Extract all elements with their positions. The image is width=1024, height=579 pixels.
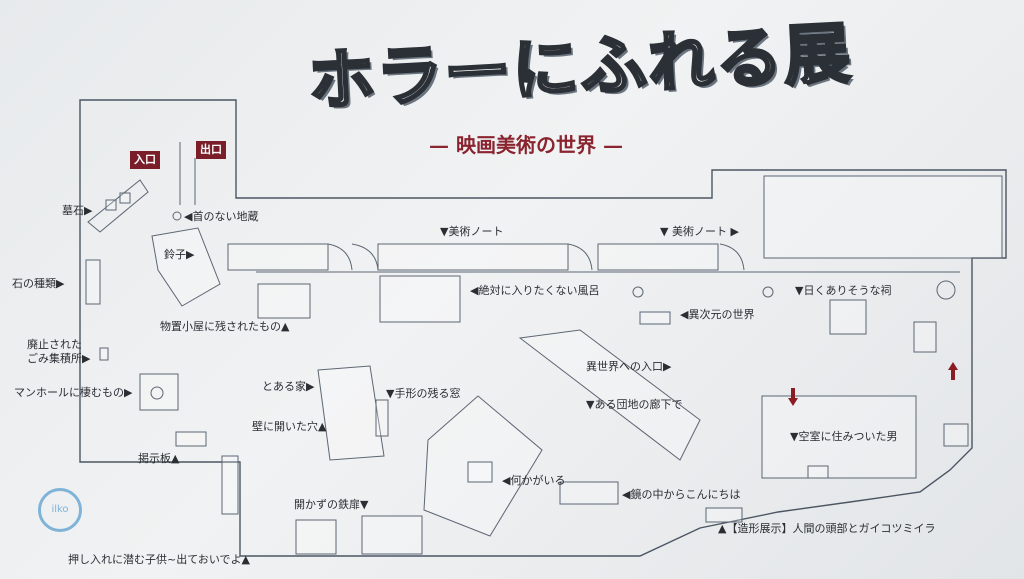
label-bell: 鈴子▶	[164, 248, 195, 261]
label-shed: 物置小屋に残されたもの▲	[160, 320, 290, 333]
manhole	[150, 386, 164, 400]
label-art-note-1: ▼美術ノート	[440, 225, 504, 238]
up-arrow	[948, 362, 958, 380]
label-certain-house: とある家▶	[262, 380, 315, 393]
vacant-bed	[807, 465, 829, 479]
shrine	[829, 299, 867, 335]
label-bath: ◀絶対に入りたくない風呂	[470, 284, 600, 297]
label-headless-jizo: ◀首のない地蔵	[184, 210, 259, 223]
label-corridor: ▼ある団地の廊下で	[586, 398, 683, 411]
shrine-marker	[762, 286, 774, 298]
room-top-1	[227, 243, 329, 271]
down-arrow	[788, 388, 798, 406]
gravestone-2	[119, 192, 131, 204]
door-swings	[327, 243, 745, 271]
bath-room	[379, 275, 461, 323]
label-other-dimension: ◀異次元の世界	[680, 308, 755, 321]
label-garbage: 廃止された	[27, 338, 82, 351]
something-box	[467, 461, 493, 483]
stage-ramp	[423, 395, 543, 537]
subtitle: — 映画美術の世界 —	[429, 133, 623, 157]
entrance-tag: 入口	[130, 151, 160, 169]
jizo-marker	[172, 211, 182, 221]
iron-door-room	[295, 519, 337, 555]
room-top-right	[763, 175, 1003, 259]
vacant-side	[943, 423, 969, 447]
label-bulletin: 掲示板▲	[138, 452, 180, 465]
shed	[257, 283, 311, 319]
label-human-head: ▲【造形展示】人間の頭部とガイコツミイラ	[718, 522, 936, 535]
label-gravestone: 墓石▶	[62, 204, 93, 217]
label-unopened-door: 開かずの鉄扉▼	[294, 498, 369, 511]
room-bottom-1	[361, 515, 423, 555]
house	[317, 365, 385, 461]
apartment-corridor	[518, 329, 701, 461]
head-display	[705, 507, 743, 523]
label-vacant-room: ▼空室に住みついた男	[790, 430, 898, 443]
label-garbage-2: ごみ集積所▶	[27, 352, 91, 365]
label-wall-hole: 壁に開いた穴▲	[252, 420, 327, 433]
mirror-room	[559, 481, 619, 505]
label-manhole: マンホールに棲むもの▶	[14, 386, 133, 399]
bulletin-board	[175, 431, 207, 447]
vacant-room	[761, 395, 917, 479]
other-dimension	[639, 311, 671, 325]
garbage-site	[99, 347, 109, 361]
gravestone-area	[87, 179, 149, 233]
label-mirror: ◀鏡の中からこんにちは	[622, 488, 741, 501]
shrine-box	[913, 321, 937, 353]
room-top-2	[377, 243, 569, 271]
logo: ilko	[38, 488, 82, 532]
label-art-note-2: ▼ 美術ノート ▶	[660, 225, 739, 238]
label-stone-types: 石の種類▶	[12, 277, 65, 290]
label-something-there: ◀何かがいる	[502, 474, 566, 487]
exit-tag: 出口	[196, 141, 226, 159]
shrine-bowl	[936, 280, 956, 300]
label-closet: 押し入れに潜む子供~出ておいでよ▲	[68, 553, 251, 566]
entrance-corridor	[179, 142, 196, 205]
label-entrance-other-world: 異世界への入口▶	[586, 360, 672, 373]
bell-area	[151, 227, 221, 307]
other-dim-marker	[632, 286, 644, 298]
stairs	[221, 455, 239, 515]
manhole-room	[139, 373, 179, 411]
label-handprint-window: ▼手形の残る窓	[386, 387, 461, 400]
handprint-window	[375, 399, 389, 437]
label-shrine: ▼日くありそうな祠	[795, 284, 892, 297]
outer-wall	[79, 99, 1007, 557]
stone-samples	[85, 259, 101, 305]
gravestone-1	[105, 199, 117, 211]
room-top-3	[597, 243, 719, 271]
